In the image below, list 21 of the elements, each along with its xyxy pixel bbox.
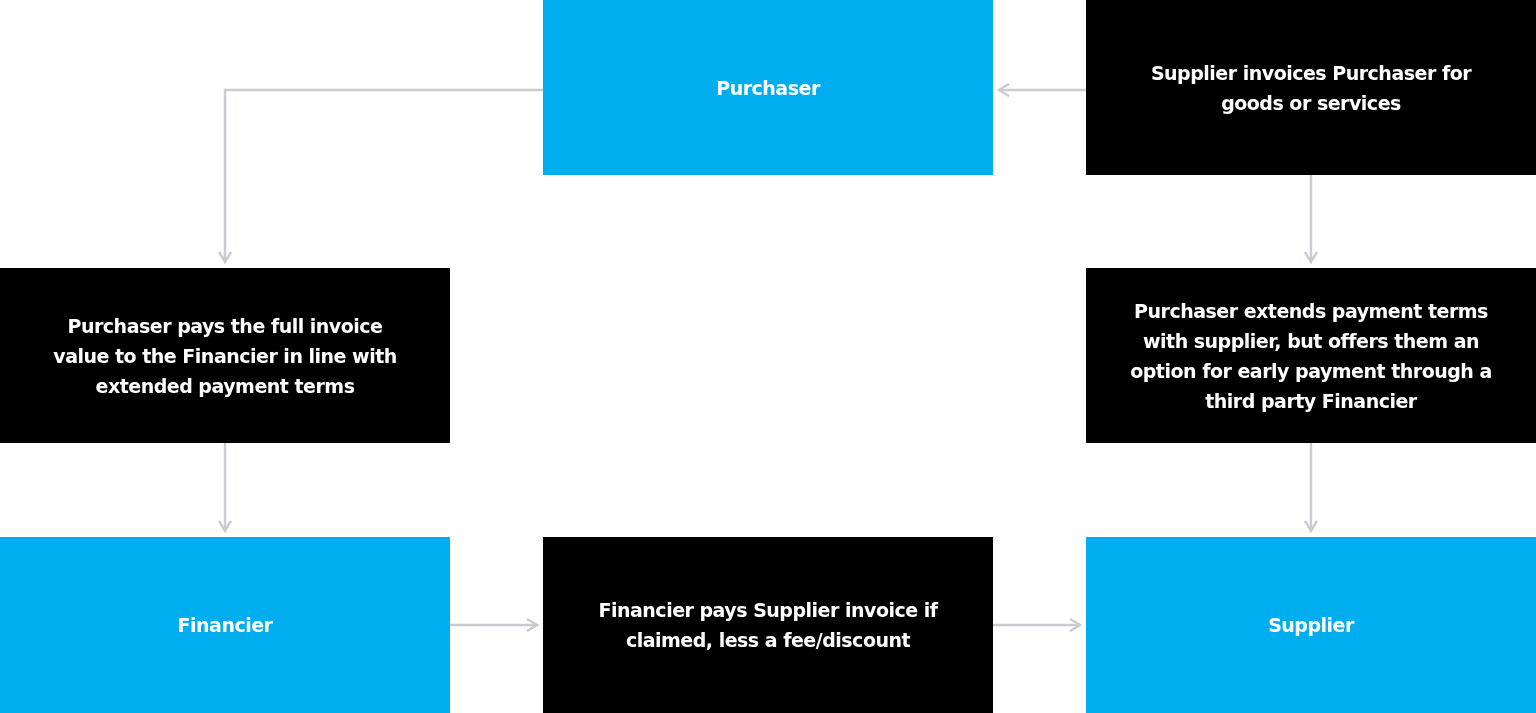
box-text: Financier pays Supplier invoice if claimed, less a fee/discount — [597, 598, 940, 653]
entity-box — [1086, 537, 1536, 713]
arrow — [993, 617, 1082, 633]
entity-box — [0, 537, 450, 713]
arrow — [450, 617, 539, 633]
box-text: Purchaser extends payment terms with supplier, but offers them an option for early payment through a third party Financier — [1129, 298, 1493, 414]
box-text: Financier — [177, 613, 273, 638]
arrow — [1303, 175, 1319, 264]
arrow — [997, 82, 1086, 98]
box-text: Purchaser pays the full invoice value to the Financier in line with extended payment terms — [52, 313, 398, 399]
entity-box — [543, 0, 993, 175]
box-text: Supplier invoices Purchaser for goods or services — [1149, 60, 1473, 116]
step-box — [1086, 268, 1536, 443]
box-text: Supplier — [1268, 613, 1354, 638]
box-text: Purchaser — [716, 75, 820, 101]
step-box — [0, 268, 450, 443]
step-box — [1086, 0, 1536, 175]
arrow — [1303, 443, 1319, 533]
arrow — [217, 88, 543, 264]
arrow — [217, 443, 233, 533]
step-box — [543, 537, 993, 713]
